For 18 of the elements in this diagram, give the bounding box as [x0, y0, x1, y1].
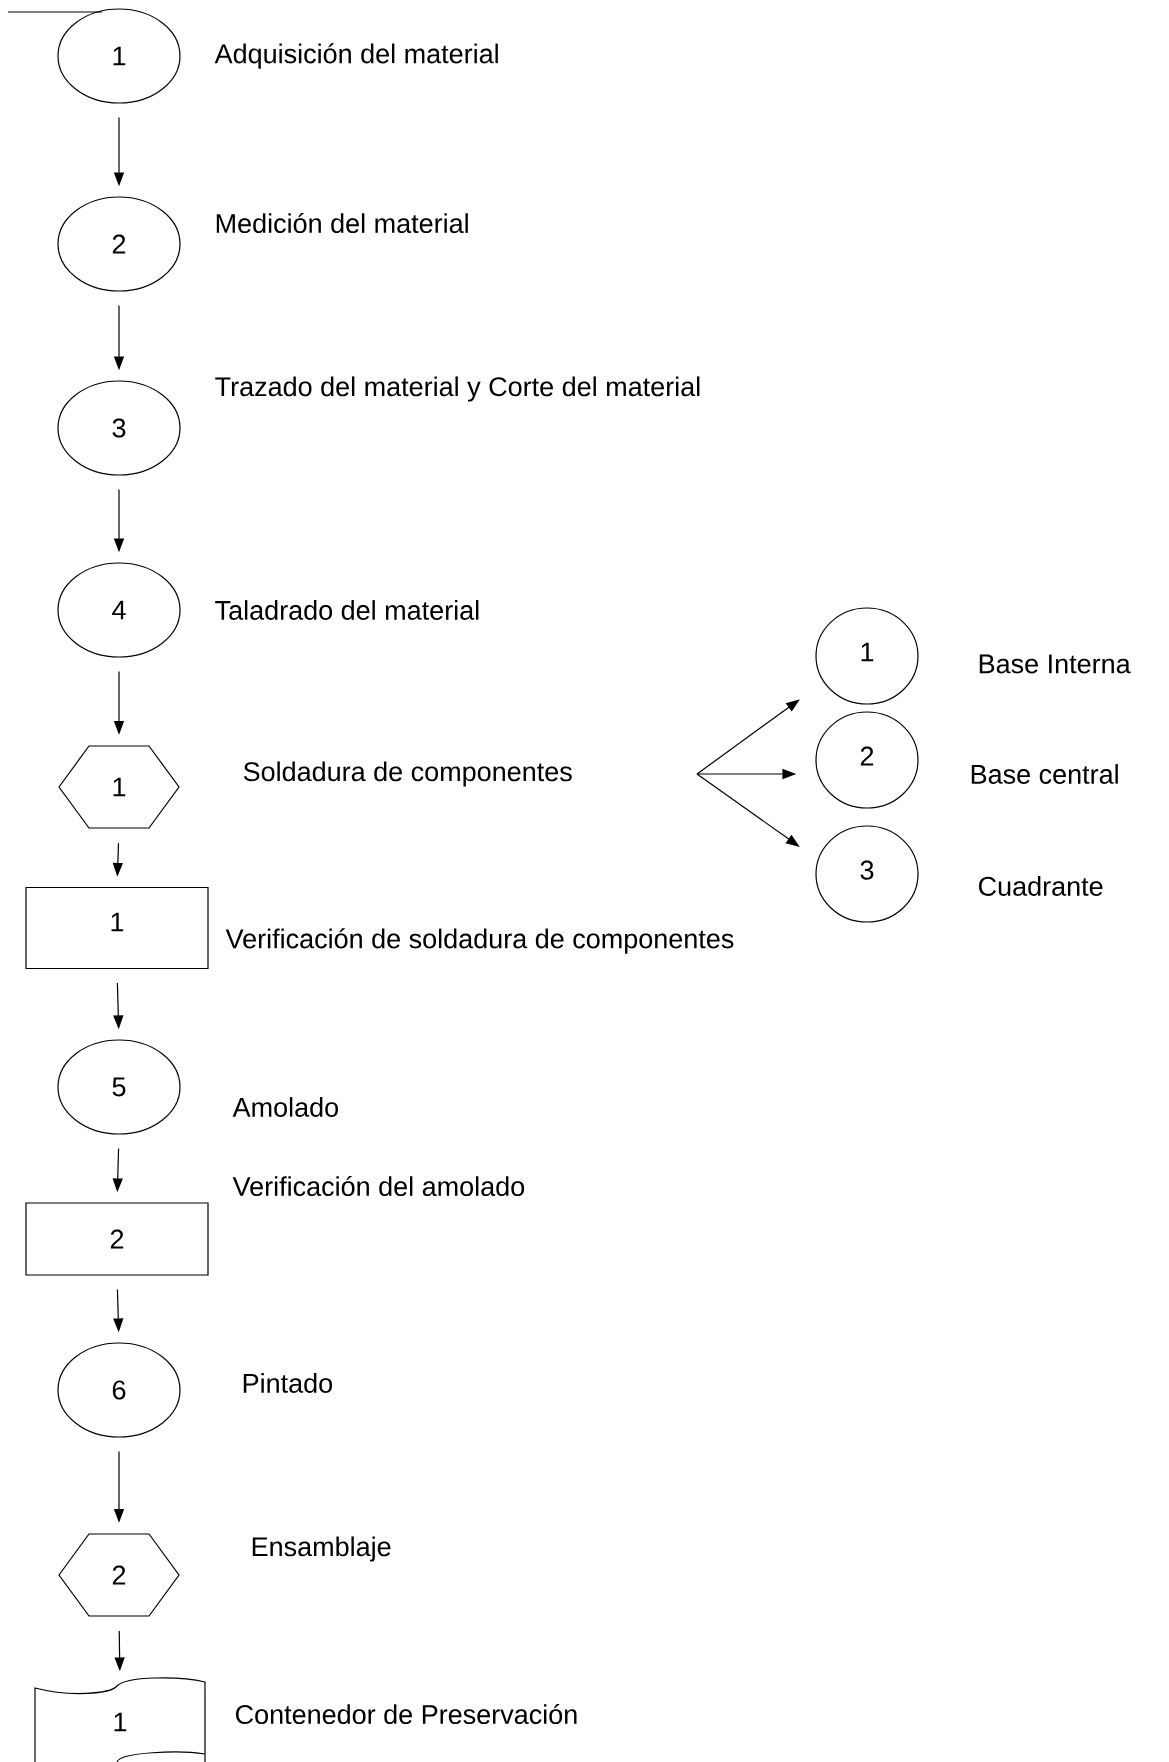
step-label: Base central	[971, 764, 1118, 784]
step-label: Soldadura de componentes	[243, 761, 572, 787]
step-label: Medición del material	[216, 212, 468, 234]
step-label: Adquisición del material	[214, 43, 498, 69]
step-label: Base Interna	[979, 654, 1131, 674]
step-label: Ensamblaje	[252, 1536, 391, 1562]
step-label: Verificación de soldadura de componentes	[225, 928, 734, 954]
step-label: Trazado del material y Corte del material	[215, 376, 700, 402]
inspection-box: 1	[25, 886, 209, 970]
step-label: Pintado	[243, 1373, 332, 1393]
inspection-box: 2	[25, 1202, 209, 1276]
arrow	[696, 699, 800, 775]
step-label: Cuadrante	[978, 876, 1103, 896]
step-label: Verificación del amolado	[232, 1175, 525, 1197]
arrow	[696, 773, 800, 847]
step-label: Taladrado del material	[215, 600, 479, 620]
step-label: Amolado	[232, 1097, 338, 1117]
step-label: Contenedor de Preservación	[235, 1703, 577, 1725]
